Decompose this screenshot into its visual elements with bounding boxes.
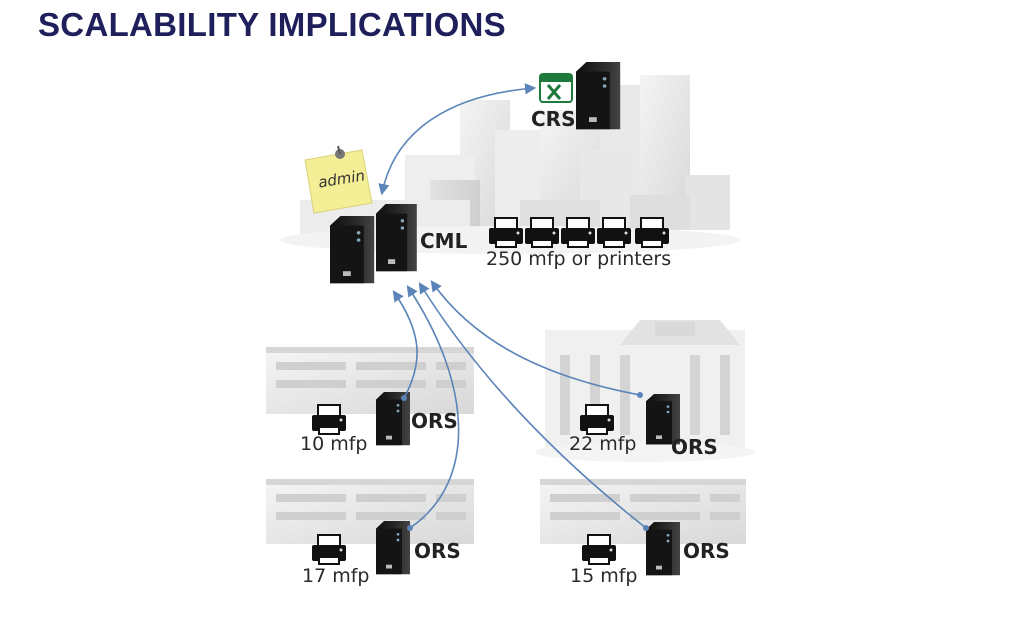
ors-label: ORS: [683, 539, 730, 563]
printer-icon: [596, 217, 632, 248]
printer-icon: [634, 217, 670, 248]
sticky-note-icon: [304, 145, 373, 214]
printer-icon: [560, 217, 596, 248]
crs-server-icon: [576, 62, 621, 130]
connection-dots: [401, 392, 649, 531]
central-device-count: 250 mfp or printers: [486, 248, 672, 270]
printer-icon: [311, 534, 347, 565]
arrow-ors3-cml: [406, 285, 460, 529]
page-title: SCALABILITY IMPLICATIONS: [38, 6, 506, 43]
site-device-count: 22 mfp: [569, 433, 637, 455]
printer-icon: [581, 534, 617, 565]
site-device-count: 15 mfp: [570, 565, 638, 587]
excel-icon: [539, 73, 573, 103]
ors-label: ORS: [411, 409, 458, 433]
ors-label: ORS: [671, 435, 718, 459]
cml-server-icon: [330, 216, 375, 284]
arrow-ors2-cml: [430, 280, 641, 396]
printer-icon: [579, 404, 615, 435]
site-device-count: 10 mfp: [300, 433, 368, 455]
printer-icon: [311, 404, 347, 435]
arrow-cml-crs: [378, 83, 537, 196]
site-device-count: 17 mfp: [302, 565, 370, 587]
cml-server-icon: [376, 204, 417, 272]
printer-icon: [524, 217, 560, 248]
ors-server-icon: [376, 521, 410, 575]
arrow-ors1-cml: [392, 290, 418, 399]
building-icon: [535, 320, 755, 462]
building-icon: [266, 347, 474, 414]
printer-icon: [488, 217, 524, 248]
ors-label: ORS: [414, 539, 461, 563]
arrow-ors4-cml: [418, 282, 647, 529]
cml-label: CML: [420, 229, 468, 253]
connection-arrows: [378, 83, 647, 529]
ors-server-icon: [646, 522, 680, 576]
crs-label: CRS: [531, 107, 576, 131]
building-icon: [540, 479, 746, 544]
building-icon: [266, 479, 474, 544]
